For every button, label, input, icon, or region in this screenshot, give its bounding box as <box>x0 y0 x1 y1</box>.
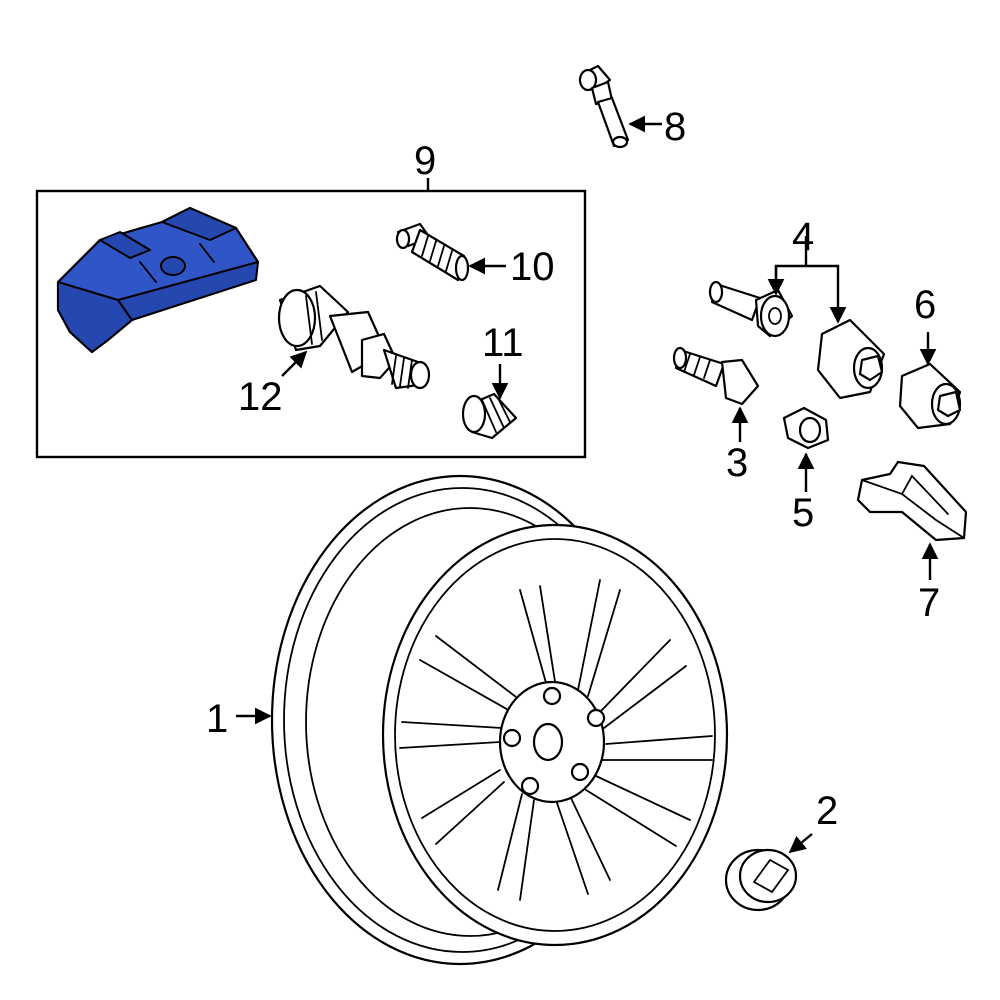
tpms-sensor[interactable] <box>56 206 260 354</box>
callout-4: 4 <box>792 215 814 259</box>
lug-bolt[interactable] <box>672 346 760 406</box>
callout-5: 5 <box>792 491 814 535</box>
callout-7: 7 <box>918 581 940 625</box>
wheel-weight[interactable] <box>856 460 968 542</box>
stud-bolt[interactable] <box>578 64 630 149</box>
kit-box <box>35 189 587 459</box>
valve-stem[interactable] <box>277 284 431 390</box>
callout-9: 9 <box>414 139 436 183</box>
callout-1: 1 <box>206 697 228 741</box>
callout-6: 6 <box>914 283 936 327</box>
callout-8: 8 <box>664 105 686 149</box>
callout-11: 11 <box>482 321 524 365</box>
sensor-bolt[interactable] <box>395 222 470 282</box>
lug-nut-small[interactable] <box>782 406 830 450</box>
callout-10: 10 <box>510 245 555 289</box>
callout-3: 3 <box>726 441 748 485</box>
callout-12: 12 <box>238 375 283 419</box>
center-cap[interactable] <box>724 848 798 912</box>
lug-bolt-upper[interactable] <box>708 280 794 338</box>
lug-nut-cap[interactable] <box>898 362 962 430</box>
wheel-rim[interactable] <box>270 474 729 966</box>
valve-cap[interactable] <box>461 392 518 440</box>
locking-nut[interactable] <box>816 318 886 400</box>
callout-2: 2 <box>816 789 838 833</box>
